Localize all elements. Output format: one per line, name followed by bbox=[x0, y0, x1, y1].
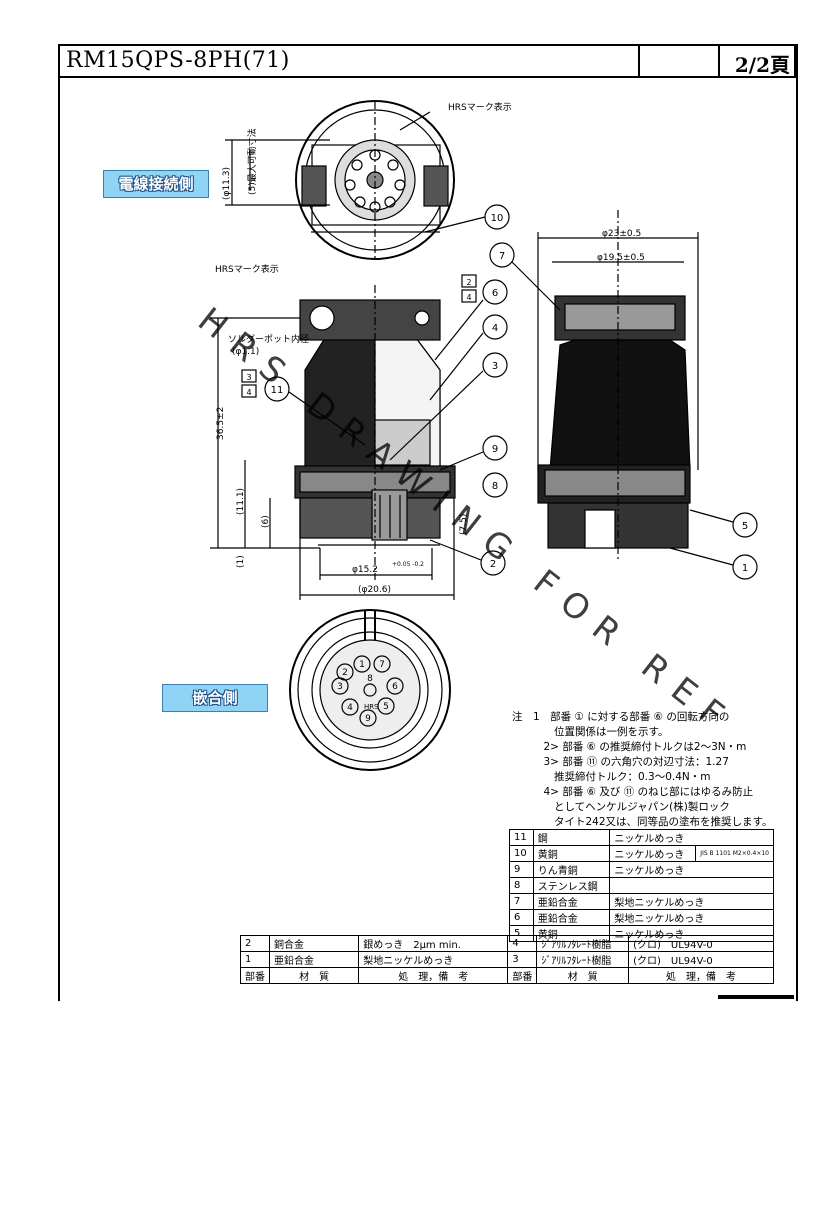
balloon-3 bbox=[482, 352, 508, 378]
solder-pot-label: ソルダーポット内径 bbox=[228, 333, 309, 345]
pin-9: 9 bbox=[365, 714, 371, 724]
flag-4b bbox=[241, 384, 257, 398]
note-line: 位置関係は一例を示す。 bbox=[512, 726, 669, 738]
dim-11-3: (φ11.3) bbox=[222, 167, 232, 200]
dim-15-2-tol: +0.05 -0.2 bbox=[392, 561, 424, 568]
title-blank-cell bbox=[638, 46, 720, 76]
note-line: タイト242又は、同等品の塗布を推奨します。 bbox=[512, 816, 773, 828]
dim-23: φ23±0.5 bbox=[602, 229, 641, 239]
dim-11-1: (11.1) bbox=[236, 488, 246, 515]
balloon-label-9: 9 bbox=[492, 444, 498, 455]
balloon-label-11: 11 bbox=[271, 385, 284, 396]
flag-3 bbox=[241, 369, 257, 383]
balloon-label-7: 7 bbox=[499, 251, 505, 262]
flag-label-4: 4 bbox=[466, 293, 471, 302]
balloon-2 bbox=[480, 550, 506, 576]
dim-20-6: (φ20.6) bbox=[358, 585, 391, 595]
note-line: 推奨締付トルク：0.3〜0.4N・m bbox=[512, 771, 711, 783]
frame-corner-bar bbox=[718, 995, 794, 999]
flag-label-4b: 4 bbox=[246, 388, 251, 397]
balloon-1 bbox=[732, 554, 758, 580]
balloon-label-10: 10 bbox=[491, 213, 504, 224]
mating-side-label: 嵌合側 bbox=[162, 684, 268, 712]
page-number-cell: 2/2頁 bbox=[718, 46, 796, 77]
note-line: 3> 部番 ⑪ の六角穴の対辺寸法：1.27 bbox=[512, 756, 729, 768]
pin-1b: 1 bbox=[359, 660, 365, 670]
pin-7: 7 bbox=[379, 660, 385, 670]
note-line: 2> 部番 ⑥ の推奨締付トルクは2〜3N・m bbox=[512, 741, 747, 753]
balloon-label-2: 2 bbox=[490, 559, 496, 570]
dim-15-2: φ15.2 bbox=[352, 565, 378, 575]
page-number: 2/2頁 bbox=[734, 53, 790, 77]
balloon-label-8: 8 bbox=[492, 481, 498, 492]
balloon-11 bbox=[264, 376, 290, 402]
balloon-9 bbox=[482, 435, 508, 461]
table-header-row: 部番材 質処 理，備 考 部番材 質処 理，備 考 bbox=[240, 967, 774, 984]
pin-5: 5 bbox=[383, 702, 389, 712]
balloon-5 bbox=[732, 512, 758, 538]
pin-4: 4 bbox=[347, 703, 353, 713]
drawing-title: RM15QPS-8PH(71) bbox=[66, 48, 290, 73]
pin-3: 3 bbox=[337, 682, 343, 692]
flag-2 bbox=[461, 274, 477, 288]
balloon-label-4: 4 bbox=[492, 323, 498, 334]
balloon-4 bbox=[482, 314, 508, 340]
balloon-label-6: 6 bbox=[492, 288, 498, 299]
balloon-label-1: 1 bbox=[742, 563, 748, 574]
hrs-mark-top: HRSマーク表示 bbox=[448, 101, 512, 113]
balloon-7 bbox=[489, 242, 515, 268]
solder-pot-dia: (φ1.1) bbox=[232, 347, 259, 357]
dim-36-5: 36.5±2 bbox=[216, 407, 226, 440]
dim-19-5: φ19.5±0.5 bbox=[597, 253, 645, 263]
pin-6: 6 bbox=[392, 682, 398, 692]
note-line: 4> 部番 ⑥ 及び ⑪ のねじ部にはゆるみ防止 bbox=[512, 786, 754, 798]
dim-7-5: (7.5) bbox=[459, 514, 469, 535]
pin-8: 8 bbox=[367, 674, 373, 684]
dim-5-max: (5)最大可動寸法 bbox=[246, 128, 258, 195]
notes-block: 注 1 部番 ① に対する部番 ⑥ の回転方向の 位置関係は一例を示す。 2> … bbox=[512, 710, 773, 830]
balloon-6 bbox=[482, 279, 508, 305]
note-line: 注 1 部番 ① に対する部番 ⑥ の回転方向の bbox=[512, 711, 730, 723]
pin-hrs: HRS bbox=[364, 703, 379, 711]
note-line: としてヘンケルジャパン(株)製ロック bbox=[512, 801, 730, 813]
hrs-mark-side: HRSマーク表示 bbox=[215, 263, 279, 275]
balloon-label-3: 3 bbox=[492, 361, 498, 372]
wire-side-label: 電線接続側 bbox=[103, 170, 209, 198]
dim-1: (1) bbox=[236, 555, 246, 568]
drawing-frame bbox=[58, 44, 798, 1001]
flag-label-2: 2 bbox=[466, 278, 471, 287]
pin-1: 2 bbox=[342, 668, 348, 678]
balloon-8 bbox=[482, 472, 508, 498]
flag-4 bbox=[461, 289, 477, 303]
balloon-label-5: 5 bbox=[742, 521, 748, 532]
flag-label-3: 3 bbox=[246, 373, 251, 382]
dim-6: (6) bbox=[261, 515, 271, 528]
